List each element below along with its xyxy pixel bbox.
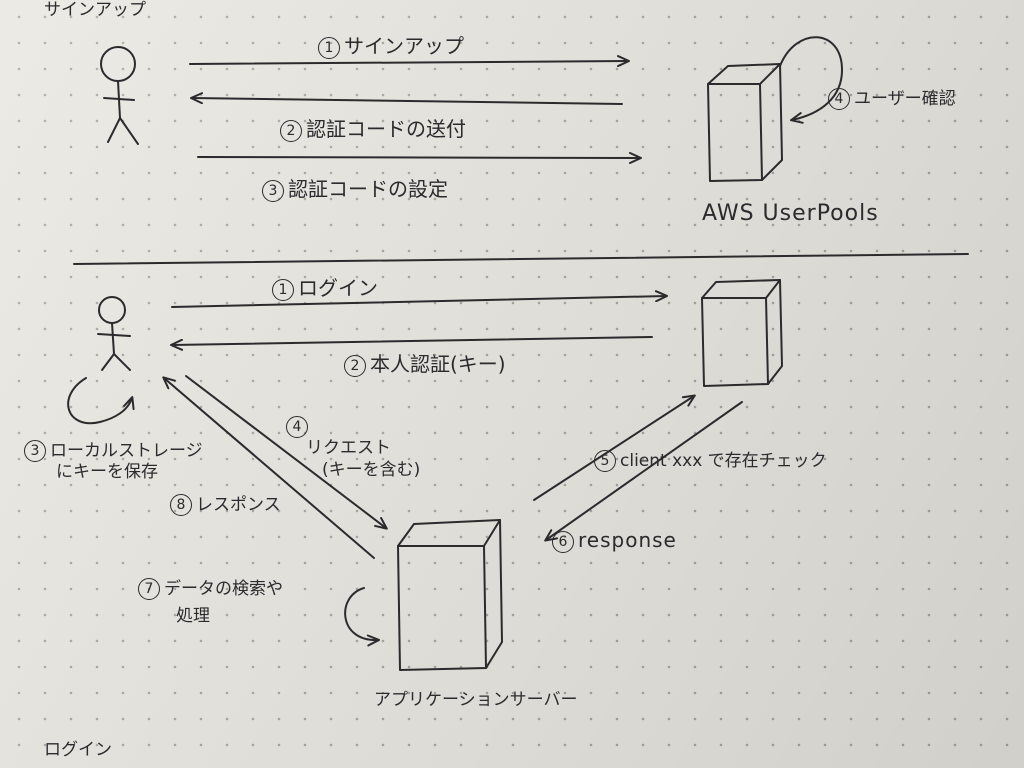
login-step-2-label: 本人認証(キー) (370, 352, 506, 376)
step-number: 5 (594, 450, 616, 472)
step-number: 6 (552, 530, 574, 553)
userpools-box (707, 63, 783, 182)
app-server-loop-arrow (344, 587, 380, 647)
login-arrow-2 (170, 336, 653, 351)
login-step-5-label: client xxx で存在チェック (620, 451, 827, 471)
step-number: 8 (170, 494, 192, 516)
login-user-figure (97, 296, 131, 371)
local-storage-loop-arrow (67, 377, 135, 425)
signup-step-4-label: ユーザー確認 (854, 89, 956, 109)
auth-server-box (701, 279, 783, 387)
check-arrow (533, 394, 696, 501)
login-step-7-line-1: データの検索や (164, 579, 283, 599)
aws-userpools-label: AWS UserPools (702, 201, 879, 226)
step-number: 2 (280, 119, 302, 142)
step-number: 4 (286, 416, 308, 438)
signup-step-1-label: サインアップ (344, 34, 464, 58)
signup-step-2-label: 認証コードの送付 (306, 117, 466, 141)
response-arrow (162, 376, 375, 559)
login-step-3-line-2: にキーを保存 (56, 462, 158, 483)
step-number: 1 (318, 36, 340, 59)
step-number: 4 (828, 88, 850, 110)
request-arrow (185, 375, 388, 530)
login-step-3-line-1: ローカルストレージ (50, 441, 203, 461)
step-number: 3 (24, 440, 46, 462)
login-step-4-line-1: リクエスト (306, 438, 391, 459)
login-arrow-1 (171, 290, 668, 308)
app-server-label: アプリケーションサーバー (374, 690, 578, 710)
signup-arrow-2 (190, 92, 623, 105)
login-step-4: 4 リクエスト (キーを含む) (286, 416, 420, 481)
step-number: 7 (138, 578, 160, 600)
signup-step-3-label: 認証コードの設定 (288, 177, 448, 201)
app-server-box (397, 519, 503, 671)
login-step-4-line-2: (キーを含む) (322, 459, 421, 480)
step-number: 2 (344, 354, 366, 377)
auth-response-arrow (544, 401, 743, 542)
signup-arrow-1 (189, 55, 630, 68)
step-number: 1 (272, 278, 294, 301)
section-divider (73, 253, 969, 265)
login-step-7-line-2: 処理 (176, 606, 210, 627)
user-confirm-loop-arrow (779, 36, 843, 124)
signup-title: サインアップ (44, 0, 146, 20)
login-step-6-label: response (578, 528, 677, 552)
bottom-note: ログイン (44, 740, 112, 760)
login-step-8-label: レスポンス (196, 495, 281, 515)
signup-arrow-3 (197, 151, 642, 164)
step-number: 3 (262, 179, 284, 202)
login-step-1-label: ログイン (298, 276, 378, 300)
signup-user-figure (100, 46, 139, 145)
